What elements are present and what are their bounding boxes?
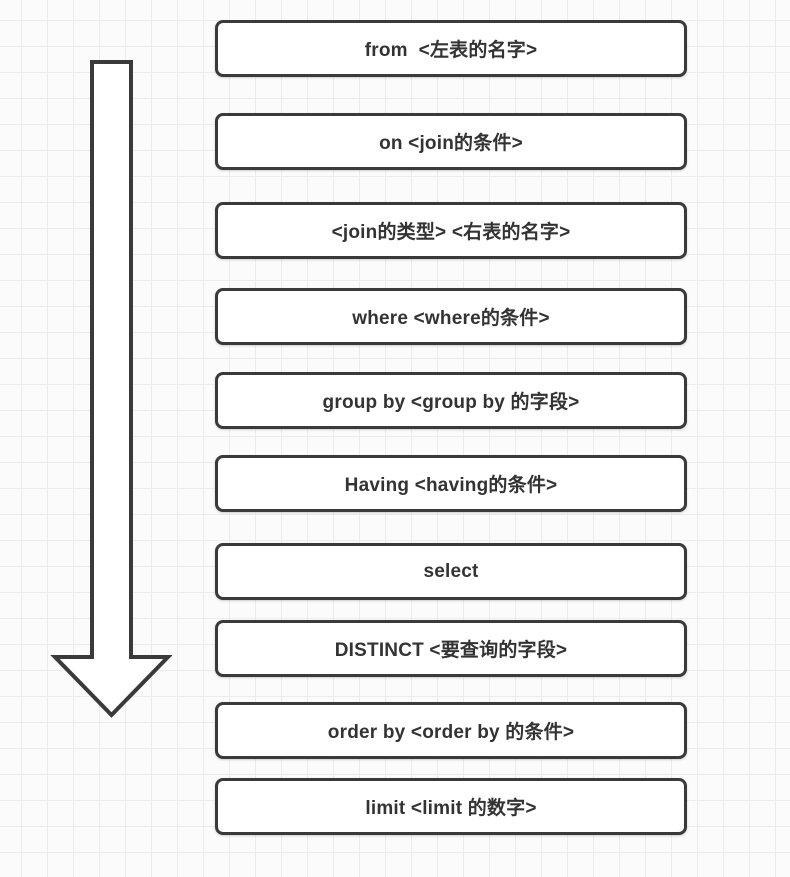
execution-order-arrow bbox=[50, 60, 173, 720]
step-box-group-by: group by <group by 的字段> bbox=[215, 372, 687, 429]
step-box-join: <join的类型> <右表的名字> bbox=[215, 202, 687, 259]
step-box-from: from <左表的名字> bbox=[215, 20, 687, 77]
step-box-having: Having <having的条件> bbox=[215, 455, 687, 512]
step-box-on: on <join的条件> bbox=[215, 113, 687, 170]
step-box-distinct: DISTINCT <要查询的字段> bbox=[215, 620, 687, 677]
down-arrow-icon bbox=[50, 60, 173, 718]
step-box-limit: limit <limit 的数字> bbox=[215, 778, 687, 835]
step-box-order-by: order by <order by 的条件> bbox=[215, 702, 687, 759]
step-box-select: select bbox=[215, 543, 687, 600]
step-box-where: where <where的条件> bbox=[215, 288, 687, 345]
